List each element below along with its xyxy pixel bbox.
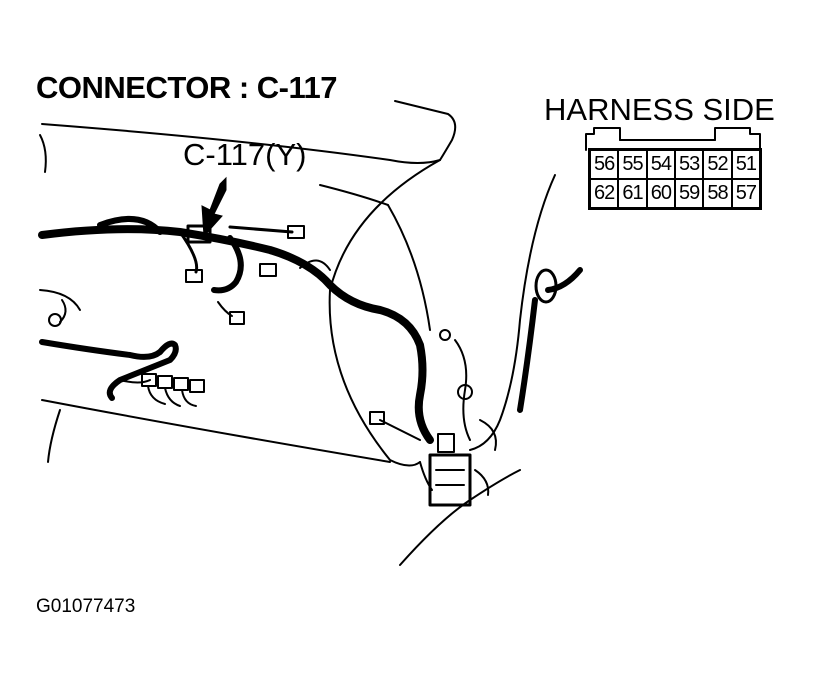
pin-cell: 56 (590, 150, 619, 179)
body-inner-edge (319, 184, 389, 206)
pin-cell: 52 (703, 150, 732, 179)
connector-pin-grid: 56 55 54 53 52 51 62 61 60 59 58 57 (588, 148, 762, 210)
pin-cell: 51 (731, 150, 760, 179)
title-leader-line (394, 100, 457, 161)
pin-cell: 53 (675, 150, 704, 179)
harness-side-label: HARNESS SIDE (544, 92, 775, 127)
pin-cell: 60 (646, 179, 675, 208)
harness-branch-top (97, 215, 163, 235)
body-upper-edge (41, 123, 441, 164)
harness-branch-lower (211, 235, 244, 294)
body-left-lower (47, 409, 61, 463)
pin-cell: 61 (618, 179, 647, 208)
pin-cell: 55 (618, 150, 647, 179)
relay-block (428, 453, 472, 507)
pin-cell: 58 (703, 179, 732, 208)
body-lower-edge (41, 399, 391, 463)
pin-cell: 59 (675, 179, 704, 208)
figure-id: G01077473 (36, 596, 136, 617)
right-harness (469, 174, 556, 451)
connector-callout-label: C-117(Y) (183, 137, 307, 172)
main-harness (38, 225, 434, 444)
pin-cell: 54 (646, 150, 675, 179)
pin-cell: 57 (731, 179, 760, 208)
pin-cell: 62 (590, 179, 619, 208)
left-lower-harness (39, 339, 163, 360)
callout-arrow (201, 176, 227, 238)
body-front-curve-inner (387, 204, 431, 331)
page-title: CONNECTOR : C-117 (36, 70, 338, 105)
connector-c117 (186, 224, 212, 244)
body-front-curve (328, 159, 441, 467)
